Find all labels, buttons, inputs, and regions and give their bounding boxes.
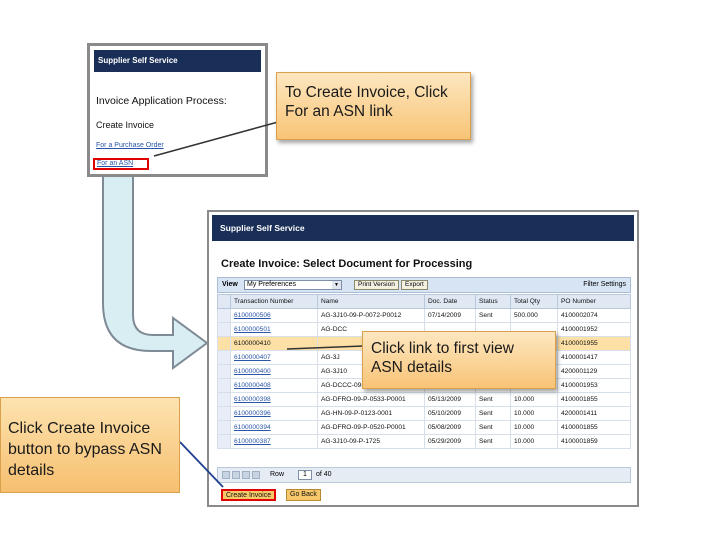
table-cell: AG-3J10-09-P-1725: [317, 434, 425, 449]
table-cell: 4200001129: [557, 364, 631, 379]
row-selector[interactable]: [217, 308, 231, 323]
go-back-button[interactable]: Go Back: [286, 489, 321, 501]
app-header: Supplier Self Service: [94, 50, 261, 72]
table-cell: 10.000: [510, 392, 558, 407]
table-cell: Sent: [475, 420, 511, 435]
table-cell: 4200001411: [557, 406, 631, 421]
table-cell: 4100001952: [557, 322, 631, 337]
print-version-button[interactable]: Print Version: [354, 280, 399, 290]
page-title: Create Invoice: Select Document for Proc…: [221, 258, 473, 270]
transaction-number-link[interactable]: 6100000400: [230, 364, 318, 379]
pager-total: of 40: [316, 471, 332, 478]
table-cell: 10.000: [510, 434, 558, 449]
table-cell: 4100001859: [557, 434, 631, 449]
table-cell: 07/14/2009: [424, 308, 476, 323]
view-label: View: [222, 281, 238, 288]
transaction-number-link[interactable]: 6100000387: [230, 434, 318, 449]
table-cell: 05/29/2009: [424, 434, 476, 449]
export-button[interactable]: Export: [401, 280, 428, 290]
table-cell: AG-DFRO-09-P-0520-P0001: [317, 420, 425, 435]
table-header-row: Transaction Number Name Doc. Date Status…: [217, 294, 631, 309]
table-cell: 4100001855: [557, 420, 631, 435]
table-cell: 500.000: [510, 308, 558, 323]
table-cell: 10.000: [510, 420, 558, 435]
transaction-number-link[interactable]: 6100000394: [230, 420, 318, 435]
row-selector[interactable]: [217, 364, 231, 379]
column-header[interactable]: PO Number: [557, 294, 631, 309]
table-cell: AG-3J10-09-P-0072-P0012: [317, 308, 425, 323]
table-cell: 05/13/2009: [424, 392, 476, 407]
table-cell: Sent: [475, 434, 511, 449]
column-header[interactable]: Status: [475, 294, 511, 309]
pager-row-label: Row: [270, 471, 285, 478]
select-column-header: [217, 294, 231, 309]
create-invoice-label: Create Invoice: [96, 120, 155, 130]
table-cell: 4100001953: [557, 378, 631, 393]
table-cell: 05/08/2009: [424, 420, 476, 435]
table-cell: AG-HN-09-P-0123-0001: [317, 406, 425, 421]
transaction-number-link[interactable]: 6100000506: [230, 308, 318, 323]
row-selector[interactable]: [217, 420, 231, 435]
table-cell: AG-DFRO-09-P-0533-P0001: [317, 392, 425, 407]
table-cell: Sent: [475, 406, 511, 421]
row-selector[interactable]: [217, 322, 231, 337]
table-cell: 4100001855: [557, 392, 631, 407]
table-pager: Row 1 of 40: [217, 467, 631, 483]
column-header[interactable]: Doc. Date: [424, 294, 476, 309]
row-selector[interactable]: [217, 392, 231, 407]
row-selector[interactable]: [217, 336, 231, 351]
next-page-icon[interactable]: [242, 471, 250, 479]
callout-for-asn: To Create Invoice, Click For an ASN link: [276, 72, 471, 140]
transaction-number-link[interactable]: 6100000408: [230, 378, 318, 393]
callout-create-invoice: Click Create Invoice button to bypass AS…: [0, 397, 180, 493]
table-cell: 4100002074: [557, 308, 631, 323]
prev-page-icon[interactable]: [232, 471, 240, 479]
connector-line-left: [179, 441, 224, 488]
for-asn-link[interactable]: For an ASN: [93, 158, 149, 170]
chevron-down-icon[interactable]: ▼: [332, 281, 341, 289]
create-invoice-button[interactable]: Create Invoice: [221, 489, 277, 501]
table-cell: 10.000: [510, 406, 558, 421]
callout-view-asn: Click link to first view ASN details: [362, 331, 556, 389]
connector-line-middle: [286, 345, 364, 350]
first-page-icon[interactable]: [222, 471, 230, 479]
process-flow-arrow-icon: [102, 175, 209, 370]
row-selector[interactable]: [217, 406, 231, 421]
app-header: Supplier Self Service: [212, 215, 634, 241]
transaction-number-link[interactable]: 6100000396: [230, 406, 318, 421]
for-purchase-order-link[interactable]: For a Purchase Order: [96, 142, 164, 149]
transaction-number-link[interactable]: 6100000398: [230, 392, 318, 407]
last-page-icon[interactable]: [252, 471, 260, 479]
connector-line-top: [153, 121, 279, 157]
transaction-number-link[interactable]: 6100000410: [230, 336, 318, 351]
table-cell: 4100001955: [557, 336, 631, 351]
column-header[interactable]: Name: [317, 294, 425, 309]
invoice-process-screenshot: Supplier Self Service Invoice Applicatio…: [87, 43, 268, 177]
table-cell: 05/10/2009: [424, 406, 476, 421]
column-header[interactable]: Transaction Number: [230, 294, 318, 309]
table-cell: 4100001417: [557, 350, 631, 365]
page-title: Invoice Application Process:: [96, 95, 227, 107]
table-cell: Sent: [475, 308, 511, 323]
view-toolbar: View My Preferences ▼ Print Version Expo…: [217, 277, 631, 293]
transaction-number-link[interactable]: 6100000501: [230, 322, 318, 337]
view-select[interactable]: My Preferences ▼: [244, 280, 342, 290]
view-select-value: My Preferences: [247, 281, 297, 288]
row-selector[interactable]: [217, 378, 231, 393]
column-header[interactable]: Total Qty: [510, 294, 558, 309]
pager-row-input[interactable]: 1: [298, 470, 312, 480]
filter-settings-links[interactable]: Filter Settings: [583, 281, 626, 288]
row-selector[interactable]: [217, 350, 231, 365]
table-cell: Sent: [475, 392, 511, 407]
